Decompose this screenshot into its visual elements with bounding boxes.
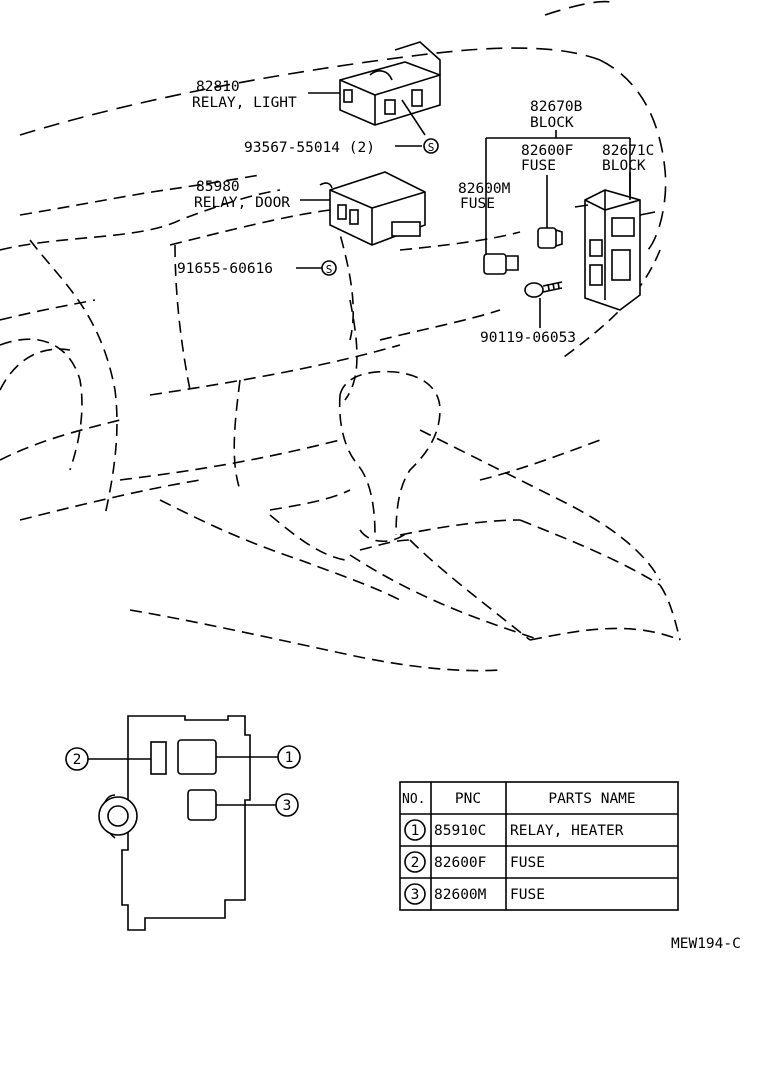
table-row: 2 82600F FUSE (404, 851, 545, 873)
svg-text:2: 2 (73, 752, 82, 768)
svg-text:S: S (326, 263, 333, 276)
fuse-m-name: FUSE (460, 196, 495, 212)
diagram-code: MEW194-C (671, 936, 741, 952)
parts-table: NO. PNC PARTS NAME 1 85910C RELAY, HEATE… (399, 781, 679, 911)
relay-door-name: RELAY, DOOR (194, 195, 290, 211)
table-header-name: PARTS NAME (548, 791, 635, 807)
shift-lever (338, 370, 441, 542)
screw-symbol-1: S (423, 138, 439, 154)
table-row: 1 85910C RELAY, HEATER (404, 819, 624, 841)
callout-2: 2 (65, 747, 89, 771)
block-c-name: BLOCK (602, 158, 646, 174)
table-header-no: NO. (402, 792, 425, 807)
svg-text:RELAY, HEATER: RELAY, HEATER (510, 823, 624, 839)
dashboard-outline (0, 0, 681, 672)
svg-text:3: 3 (411, 887, 420, 903)
block-b-pn: 82670B (530, 99, 583, 115)
fuse-f-part (537, 227, 563, 249)
svg-text:FUSE: FUSE (510, 855, 545, 871)
table-header-pnc: PNC (455, 791, 481, 807)
slot-relay-heater (177, 739, 217, 775)
block-layout-detail (88, 715, 278, 931)
callout-3: 3 (275, 793, 299, 817)
fuse-m-pn: 82600M (458, 181, 511, 197)
table-row: 3 82600M FUSE (404, 883, 545, 905)
svg-text:S: S (428, 141, 435, 154)
block-c-pn: 82671C (602, 143, 654, 159)
svg-text:1: 1 (285, 750, 294, 766)
relay-door-pn: 85980 (196, 179, 240, 195)
fuse-f-name: FUSE (521, 158, 556, 174)
relay-light-pn: 82810 (196, 79, 240, 95)
relay-light-name: RELAY, LIGHT (192, 95, 297, 111)
screw-label-2: 91655-60616 (177, 261, 273, 277)
block-b-name: BLOCK (530, 115, 574, 131)
bolt-label: 90119-06053 (480, 330, 576, 346)
svg-text:82600M: 82600M (434, 887, 487, 903)
leader-lines (296, 92, 631, 328)
fuse-f-pn: 82600F (521, 143, 573, 159)
slot-fuse-m (187, 789, 217, 821)
slot-fuse-f (150, 741, 167, 775)
screw-symbol-2: S (321, 260, 337, 276)
junction-block-part (574, 189, 656, 311)
part-labels: 82810 RELAY, LIGHT 93567-55014 (2) 85980… (177, 79, 654, 346)
fuse-m-part (483, 253, 519, 275)
relay-light-part (339, 41, 441, 136)
callout-1: 1 (277, 745, 301, 769)
svg-text:1: 1 (411, 823, 420, 839)
svg-text:85910C: 85910C (434, 823, 486, 839)
screw-label-1: 93567-55014 (2) (244, 140, 375, 156)
svg-text:2: 2 (411, 855, 420, 871)
svg-text:82600F: 82600F (434, 855, 486, 871)
relay-door-part (319, 171, 426, 246)
svg-text:FUSE: FUSE (510, 887, 545, 903)
bolt-part (524, 281, 563, 298)
svg-text:3: 3 (283, 798, 292, 814)
